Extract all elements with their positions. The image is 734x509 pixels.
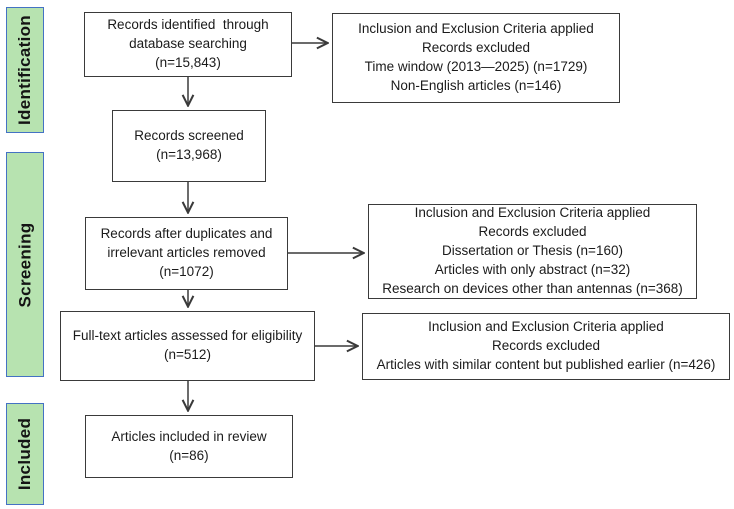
box-records-screened: Records screened (n=13,968) — [112, 110, 266, 182]
box-records-excluded-screening: Inclusion and Exclusion Criteria applied… — [368, 204, 697, 299]
box-records-excluded-eligibility: Inclusion and Exclusion Criteria applied… — [362, 313, 730, 380]
stage-label-text: Screening — [15, 222, 34, 307]
box-fulltext-assessed: Full-text articles assessed for eligibil… — [60, 311, 315, 381]
stage-label-identification: Identification — [6, 7, 44, 133]
box-records-identified: Records identified through database sear… — [84, 12, 292, 77]
box-records-excluded-identification: Inclusion and Exclusion Criteria applied… — [332, 13, 620, 103]
box-records-after-duplicates: Records after duplicates and irrelevant … — [85, 217, 288, 290]
stage-label-screening: Screening — [6, 152, 44, 377]
stage-label-included: Included — [6, 403, 44, 505]
box-articles-included: Articles included in review (n=86) — [85, 415, 293, 478]
stage-label-text: Identification — [15, 15, 35, 125]
stage-label-text: Included — [15, 417, 35, 491]
